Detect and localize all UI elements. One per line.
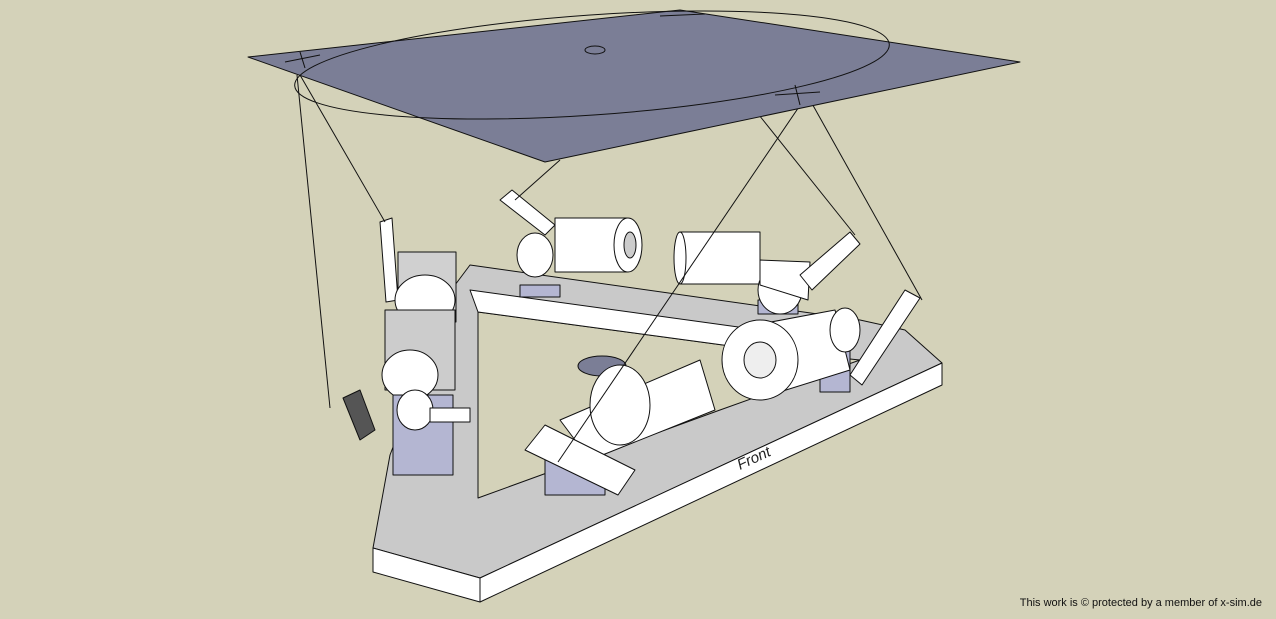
motor-back-left [499,189,643,298]
copyright-notice: This work is © protected by a member of … [1019,597,1262,609]
motor-right [721,289,921,401]
pushrods [296,74,923,463]
top-platform [247,9,1021,163]
motor-front [524,359,716,496]
motor-left [342,217,471,476]
motor-back-right [673,231,861,315]
